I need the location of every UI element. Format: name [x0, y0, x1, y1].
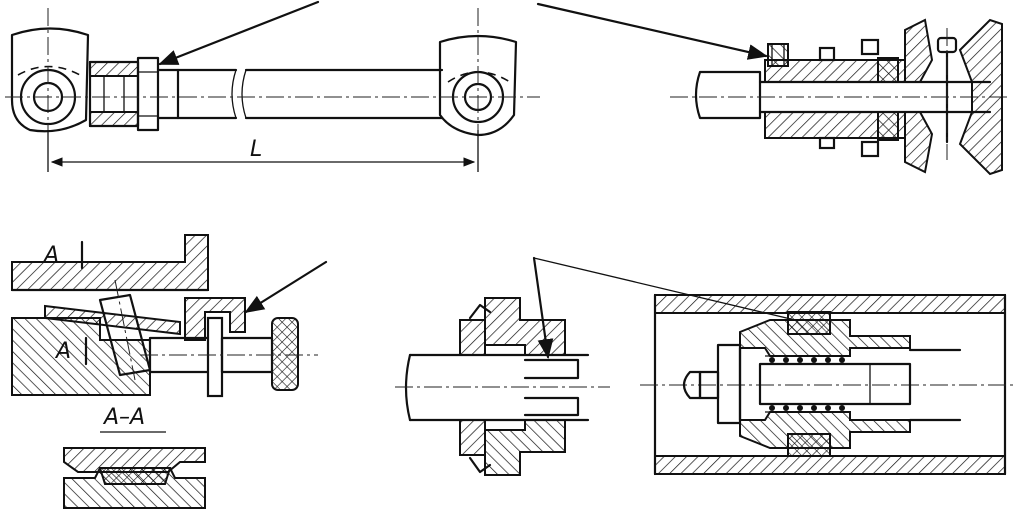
insert-bottom: [787, 433, 831, 457]
leader-arrow-lock-nut: [158, 0, 320, 66]
shaft-stub: [694, 70, 762, 120]
left-fork-body: [10, 27, 90, 133]
section-bottom-part: [63, 467, 206, 509]
right-fork-body: [438, 34, 518, 137]
rod-left-part: [176, 68, 238, 120]
rod-right-part: [244, 68, 444, 120]
section-gib: [98, 467, 172, 485]
section-top-part: [63, 447, 206, 473]
left-fork-hidden-line: [17, 65, 81, 76]
leader-arrow-set-screw: [536, 2, 768, 60]
figure-slide-gib: A A A–A: [10, 234, 328, 509]
end-knob: [682, 370, 702, 400]
figure-tie-rod: L: [5, 0, 540, 172]
left-sleeve-top: [89, 61, 139, 77]
section-title: A–A: [102, 405, 145, 430]
housing-top: [11, 234, 209, 291]
leader-arrow-bracket: [244, 260, 328, 314]
dimension-label-L: L: [250, 137, 262, 162]
tube-wall-top: [654, 294, 1006, 314]
lock-washer-bottom: [459, 419, 486, 456]
housing-base: [11, 317, 151, 396]
tube-wall-bottom: [654, 455, 1006, 475]
knurled-knob: [271, 317, 299, 391]
housing-lower: [739, 411, 911, 449]
handwheel-rim: [958, 18, 1003, 176]
washer: [206, 316, 224, 398]
handwheel-hub-bottom: [904, 111, 934, 174]
insert-top: [787, 311, 831, 335]
end-cap: [716, 343, 742, 425]
left-sleeve-bottom: [89, 111, 139, 127]
plunger: [758, 362, 912, 406]
handwheel-hub-top: [904, 18, 934, 83]
figure-shaft-handwheel: [536, 2, 1010, 176]
section-mark-bottom: A: [54, 339, 71, 364]
housing-upper: [739, 319, 911, 357]
nut-bottom: [484, 419, 566, 476]
figure-spring-assembly: [640, 293, 1015, 476]
lock-nut: [136, 56, 160, 132]
spring: [769, 357, 845, 411]
lock-washer-top: [459, 319, 486, 356]
nut-top: [484, 297, 566, 356]
rod-neck: [156, 68, 180, 120]
figure-nut-assembly: [395, 256, 796, 476]
set-screw: [767, 43, 789, 67]
section-mark-top: A: [42, 243, 59, 268]
leader-arrow-nut: [532, 256, 554, 359]
